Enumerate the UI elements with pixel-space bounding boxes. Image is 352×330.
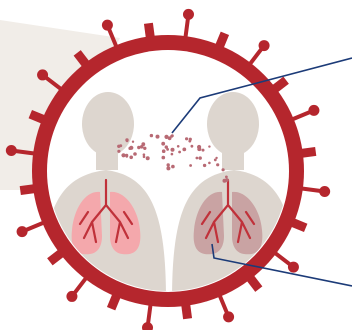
droplet xyxy=(185,137,188,140)
droplet xyxy=(208,145,210,147)
droplet xyxy=(166,166,170,170)
virus-spike-knob xyxy=(223,311,234,322)
droplet xyxy=(203,164,206,167)
droplet xyxy=(225,178,229,182)
droplet xyxy=(162,149,166,153)
virus-spike-knob xyxy=(6,145,17,156)
droplet xyxy=(156,135,160,139)
droplet xyxy=(133,152,137,156)
droplet xyxy=(188,140,191,143)
droplet xyxy=(170,135,173,138)
droplet xyxy=(208,162,211,165)
droplet xyxy=(177,145,180,148)
droplet xyxy=(215,157,217,159)
droplet xyxy=(196,157,199,160)
droplet xyxy=(121,153,125,157)
droplet xyxy=(143,147,146,150)
droplet xyxy=(216,163,219,166)
droplet xyxy=(146,156,150,160)
virus-spike-knob xyxy=(319,186,330,197)
droplet xyxy=(162,156,166,160)
droplet xyxy=(143,156,146,159)
droplet xyxy=(132,141,134,143)
droplet xyxy=(117,150,120,153)
virus-spike-knob xyxy=(66,291,77,302)
droplet xyxy=(117,145,120,148)
droplet xyxy=(171,165,175,169)
droplet xyxy=(125,155,128,158)
droplet xyxy=(128,147,131,150)
droplet xyxy=(189,164,192,167)
droplet xyxy=(199,156,202,159)
virus-spike-knob xyxy=(183,9,194,20)
droplet xyxy=(202,149,205,152)
droplet xyxy=(165,145,168,148)
droplet xyxy=(129,156,133,160)
virus-spike-knob xyxy=(17,226,28,237)
virus-spike-knob xyxy=(37,69,48,80)
droplet xyxy=(191,145,194,148)
droplet xyxy=(141,142,145,146)
droplet xyxy=(178,151,181,154)
virus-spike-knob xyxy=(288,262,299,273)
droplet xyxy=(197,147,201,151)
droplet xyxy=(161,142,165,146)
virus-spike-knob xyxy=(142,322,153,330)
droplet xyxy=(171,153,174,156)
droplet xyxy=(171,148,175,152)
droplet xyxy=(182,148,186,152)
virus-spike-knob xyxy=(308,105,319,116)
droplet xyxy=(222,168,225,171)
droplet xyxy=(150,134,153,137)
droplet xyxy=(225,176,228,179)
droplet xyxy=(167,163,170,166)
droplet xyxy=(126,139,129,142)
virus-spike-knob xyxy=(259,40,270,51)
virus-spike-knob xyxy=(102,20,113,31)
